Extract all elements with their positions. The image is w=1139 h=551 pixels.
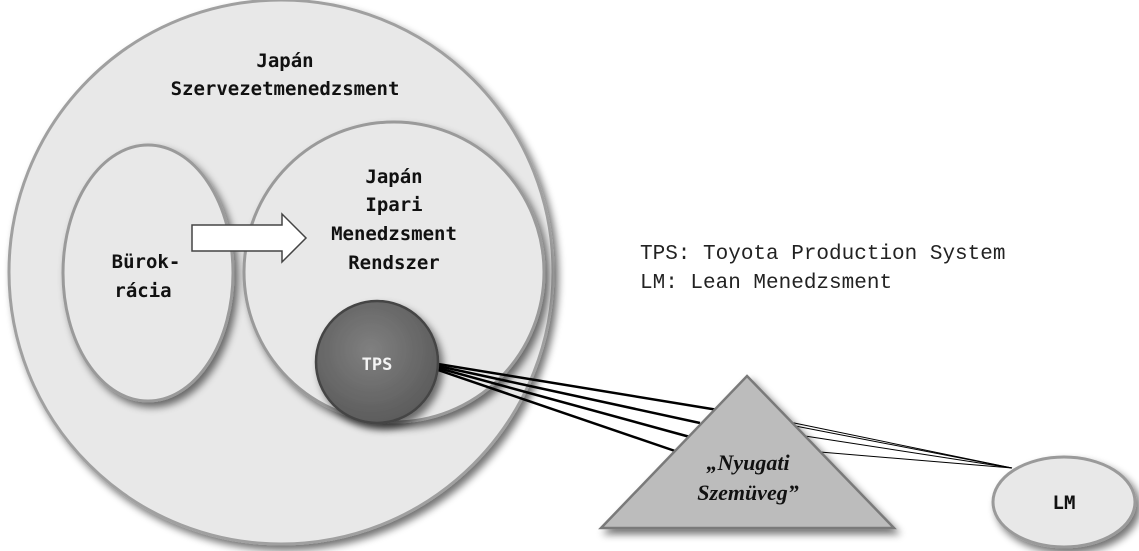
triangle-line1: „Nyugati [706, 450, 790, 475]
lm-ellipse [991, 455, 1137, 549]
lm-label: LM [1053, 492, 1076, 514]
legend-line-tps: TPS: Toyota Production System [640, 243, 1006, 266]
burokracia-line1: Bürok- [112, 251, 181, 273]
burokracia-ellipse [61, 143, 235, 403]
burokracia-line2: rácia [114, 280, 171, 302]
outer-title-line2: Szervezetmenedzsment [171, 78, 400, 100]
arrow-icon [191, 212, 308, 264]
triangle-to-lm-lines [769, 417, 1013, 469]
inner-title-line4: Rendszer [348, 252, 440, 274]
inner-title-line2: Ipari [365, 194, 422, 216]
legend-line-lm: LM: Lean Menedzsment [640, 272, 893, 295]
tps-circle [314, 299, 440, 425]
outer-title-line1: Japán [256, 50, 313, 72]
tps-label: TPS [362, 355, 393, 375]
inner-title-line1: Japán [365, 166, 422, 188]
inner-title-line3: Menedzsment [331, 223, 457, 245]
triangle-line2: Szemüveg” [697, 480, 798, 505]
nyugati-szemuveg-triangle [598, 374, 897, 530]
tps-to-triangle-lines [437, 362, 719, 454]
